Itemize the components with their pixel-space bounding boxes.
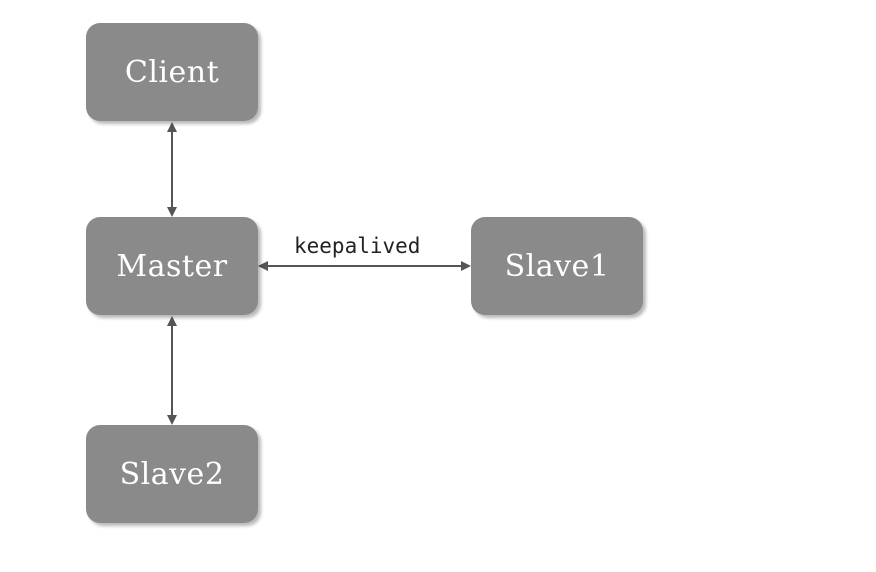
master-node-label: Master [116,248,228,284]
slave1-node-label: Slave1 [504,248,610,284]
slave2-node: Slave2 [86,425,258,523]
client-node: Client [86,23,258,121]
master-node: Master [86,217,258,315]
slave2-node-label: Slave2 [119,456,225,492]
keepalived-edge-label: keepalived [294,234,421,258]
client-node-label: Client [124,54,220,90]
slave1-node: Slave1 [471,217,643,315]
